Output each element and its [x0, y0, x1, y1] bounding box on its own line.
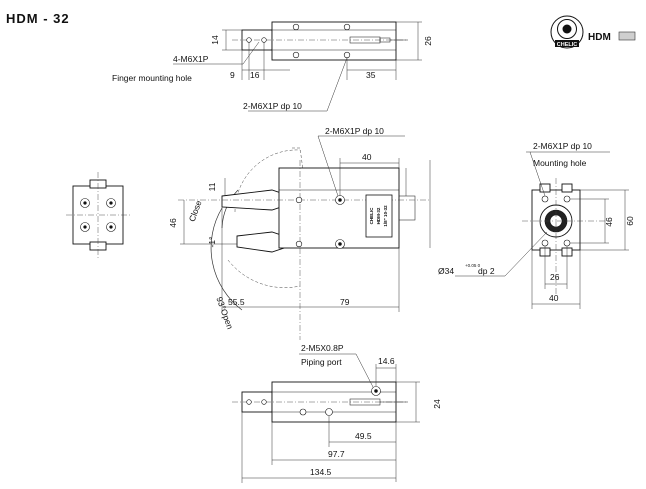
label-finger-thread: 4-M6X1P	[173, 54, 209, 64]
dim-main-55-5: 55.5	[228, 297, 245, 307]
label-main-thread: 2-M6X1P dp 10	[325, 126, 384, 136]
main-pivot	[295, 196, 303, 204]
dim-main-79: 79	[340, 297, 350, 307]
open-arc	[210, 207, 243, 311]
left-end-hole-core	[109, 225, 113, 229]
dim-right-60: 60	[625, 216, 635, 226]
label-top-thread: 2-M6X1P dp 10	[243, 101, 302, 111]
nameplate-line-2: HDM-32	[376, 207, 381, 224]
label-finger-hole: Finger mounting hole	[112, 73, 192, 83]
leader-right-thread	[529, 151, 546, 197]
label-bore-depth: dp 2	[478, 266, 495, 276]
bottom-view: 14.6 24 49.5 97.7 134.5 2-M5X0.8P Piping…	[232, 343, 442, 483]
bottom-finger-hole	[261, 399, 267, 405]
product-badge: CHELIC HDM	[550, 15, 636, 49]
right-end-hole	[541, 195, 549, 203]
bottom-body-hole	[325, 408, 333, 416]
bottom-piping-port-core	[374, 389, 378, 393]
main-body-end-cap	[398, 195, 416, 221]
right-end-hole	[541, 239, 549, 247]
dim-main-46: 46	[168, 218, 178, 228]
badge-swatch	[618, 31, 636, 41]
main-thread-hole-core	[338, 198, 342, 202]
label-bore-tolerance: +0.05 0	[465, 263, 481, 268]
leader-top-thread	[248, 57, 348, 112]
nameplate-line-1: CHELIC	[369, 207, 374, 225]
label-bore: Ø34	[438, 266, 454, 276]
dim-top-35: 35	[366, 70, 376, 80]
nameplate	[365, 194, 393, 238]
bottom-finger-hole	[246, 399, 252, 405]
label-close-angle: -1°	[207, 237, 217, 248]
dim-top-16: 16	[250, 70, 260, 80]
label-mounting-hole: Mounting hole	[533, 158, 587, 168]
label-piping-port: Piping port	[301, 357, 342, 367]
left-end-hole-core	[83, 225, 87, 229]
label-piping-thread: 2-M5X0.8P	[301, 343, 344, 353]
top-view: 14 26 9 16 35 4-M6X1P Finger mounting ho…	[112, 21, 433, 112]
leader-finger-thread	[173, 41, 260, 65]
left-end-hole-core	[83, 201, 87, 205]
right-end-tab	[539, 183, 551, 193]
dim-bot-134-5: 134.5	[310, 467, 332, 477]
bottom-body-hole	[299, 408, 307, 416]
dim-bot-49-5: 49.5	[355, 431, 372, 441]
top-finger-hole	[246, 37, 252, 43]
right-end-tab	[561, 183, 573, 193]
main-thread-hole-core	[338, 242, 342, 246]
dim-bot-24: 24	[432, 399, 442, 409]
left-end-hole-core	[109, 201, 113, 205]
dim-top-9: 9	[230, 70, 235, 80]
dim-bot-97-7: 97.7	[328, 449, 345, 459]
dim-main-11: 11	[207, 182, 217, 191]
dim-right-40: 40	[549, 293, 559, 303]
label-close: Close	[187, 199, 204, 223]
badge-label: HDM	[588, 32, 611, 43]
leader-main-thread	[317, 135, 339, 197]
logo-center-icon	[562, 24, 572, 34]
main-view: CHELIC HDM-32 1/8" 10-32 40 11 46 Close …	[168, 126, 431, 340]
dim-right-26: 26	[550, 272, 560, 282]
dim-bot-14-6: 14.6	[378, 356, 395, 366]
left-end-view	[66, 172, 130, 258]
dim-top-14: 14	[210, 35, 220, 45]
logo-band	[555, 40, 579, 47]
top-body-hole	[343, 23, 351, 31]
top-finger-hole	[261, 37, 267, 43]
dim-right-46: 46	[604, 217, 614, 227]
right-end-view: 46 60 26 40 2-M6X1P dp 10 Mounting hole …	[438, 141, 635, 309]
drawing-title: HDM - 32	[6, 11, 70, 26]
top-body-hole	[292, 23, 300, 31]
right-end-hole	[563, 239, 571, 247]
top-body	[271, 21, 397, 61]
dim-main-40: 40	[362, 152, 372, 162]
lower-jaw	[236, 231, 285, 253]
label-right-thread: 2-M6X1P dp 10	[533, 141, 592, 151]
leader-piping-port	[299, 353, 374, 388]
right-end-hole	[563, 195, 571, 203]
main-pivot	[295, 240, 303, 248]
nameplate-line-3: 1/8" 10-32	[383, 205, 388, 227]
top-body-hole	[292, 51, 300, 59]
open-swing-hidden-arc	[227, 259, 301, 288]
logo-text: CHELIC	[557, 42, 578, 48]
top-body-hole	[343, 51, 351, 59]
leader-bore	[455, 231, 548, 277]
dim-top-26: 26	[423, 36, 433, 46]
